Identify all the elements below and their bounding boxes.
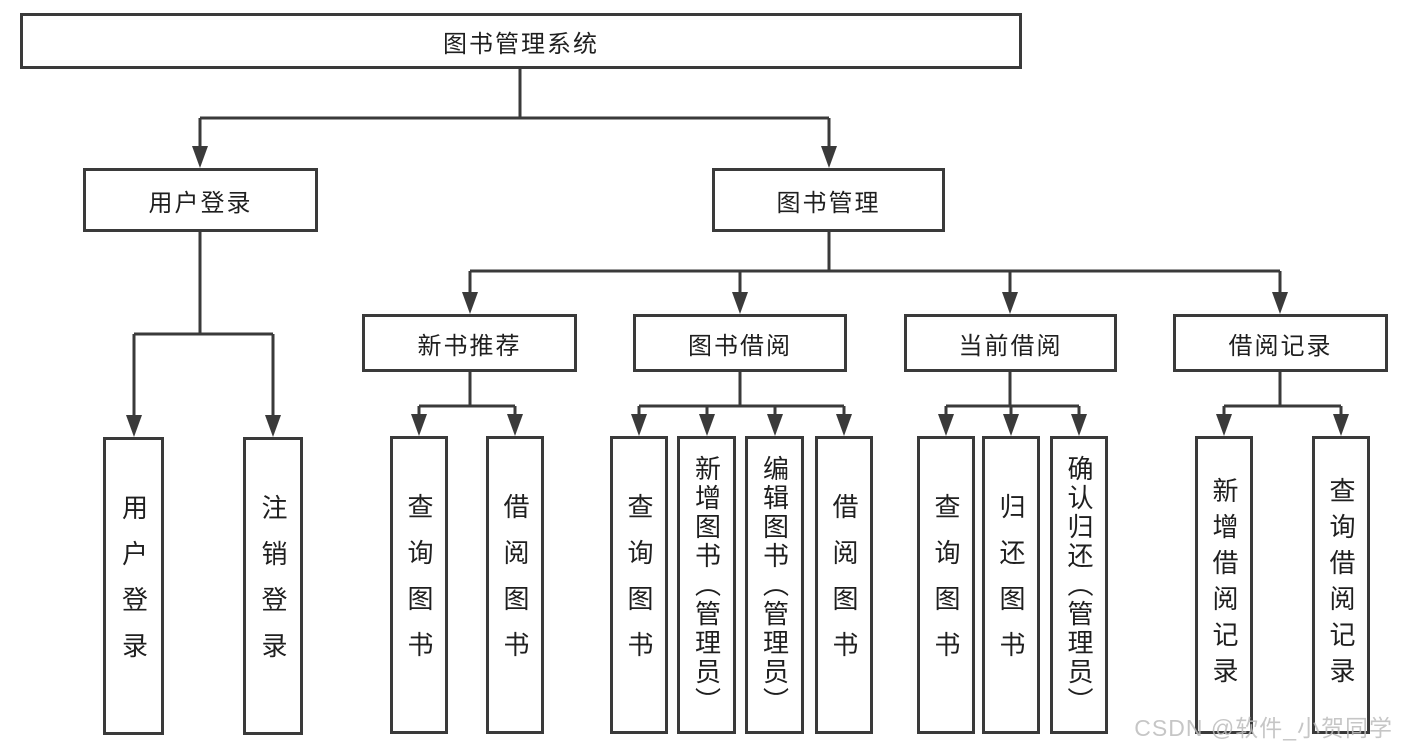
leaf-rec-query-books-label: 查询图书: [404, 493, 434, 677]
leaf-add-books-admin-label: 新增图书（管理员）: [691, 454, 722, 716]
leaf-logout: 注销登录: [243, 437, 303, 735]
connector-user-login-children: [126, 232, 281, 437]
leaf-add-books-admin: 新增图书（管理员）: [677, 436, 736, 734]
node-current-borrow: 当前借阅: [904, 314, 1117, 372]
leaf-rec-borrow-books-label: 借阅图书: [500, 493, 530, 677]
node-root-label: 图书管理系统: [443, 30, 599, 58]
connector-book-mgmt-children: [462, 232, 1288, 314]
leaf-confirm-return-admin-label: 确认归还（管理员）: [1064, 454, 1094, 716]
leaf-rec-borrow-books: 借阅图书: [486, 436, 544, 734]
connector-current-borrow-children: [938, 372, 1087, 436]
leaf-query-borrow-record-label: 查询借阅记录: [1326, 477, 1356, 693]
node-new-book-rec-label: 新书推荐: [417, 332, 522, 360]
node-book-borrow: 图书借阅: [633, 314, 847, 372]
leaf-borrow-books-label: 借阅图书: [829, 493, 859, 677]
connector-root-to-level1: [192, 68, 837, 168]
csdn-watermark: CSDN @软件_小贺同学: [1134, 715, 1393, 741]
node-borrow-records-label: 借阅记录: [1228, 332, 1333, 360]
leaf-borrow-books: 借阅图书: [815, 436, 873, 734]
node-borrow-records: 借阅记录: [1173, 314, 1388, 372]
node-current-borrow-label: 当前借阅: [958, 332, 1063, 360]
leaf-current-query-books: 查询图书: [917, 436, 975, 734]
leaf-edit-books-admin: 编辑图书（管理员）: [745, 436, 804, 734]
leaf-return-books: 归还图书: [982, 436, 1040, 734]
leaf-confirm-return-admin: 确认归还（管理员）: [1050, 436, 1108, 734]
connector-book-borrow-children: [631, 372, 852, 436]
node-user-login-label: 用户登录: [148, 189, 253, 217]
connector-new-book-rec-children: [411, 372, 523, 436]
leaf-rec-query-books: 查询图书: [390, 436, 448, 734]
node-book-mgmt-label: 图书管理: [776, 189, 881, 217]
leaf-edit-books-admin-label: 编辑图书（管理员）: [759, 454, 790, 716]
leaf-add-borrow-record: 新增借阅记录: [1195, 436, 1253, 734]
node-user-login: 用户登录: [83, 168, 318, 232]
leaf-user-login-label: 用户登录: [118, 494, 149, 678]
leaf-borrow-query-books: 查询图书: [610, 436, 668, 734]
leaf-user-login: 用户登录: [103, 437, 164, 735]
leaf-query-borrow-record: 查询借阅记录: [1312, 436, 1370, 734]
leaf-add-borrow-record-label: 新增借阅记录: [1209, 477, 1239, 693]
node-root: 图书管理系统: [20, 13, 1022, 69]
node-new-book-rec: 新书推荐: [362, 314, 577, 372]
node-book-mgmt: 图书管理: [712, 168, 945, 232]
leaf-logout-label: 注销登录: [258, 494, 288, 678]
leaf-return-books-label: 归还图书: [996, 493, 1026, 677]
node-book-borrow-label: 图书借阅: [688, 332, 792, 360]
connector-borrow-records-children: [1216, 372, 1349, 436]
leaf-borrow-query-books-label: 查询图书: [624, 493, 654, 677]
leaf-current-query-books-label: 查询图书: [931, 493, 961, 677]
